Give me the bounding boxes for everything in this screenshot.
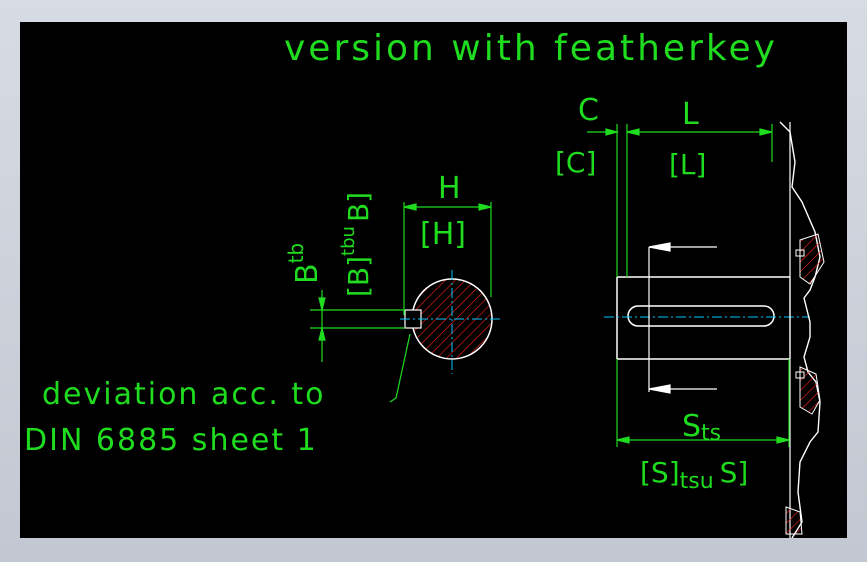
shaft-cross-section (400, 270, 502, 374)
featherkey-slot (627, 305, 775, 327)
label-C: C (578, 93, 599, 128)
label-C-bracket: [C] (555, 146, 596, 179)
drawing-title: version with featherkey (284, 28, 778, 69)
label-B-rotated: Btb (284, 243, 325, 284)
label-L-bracket: [L] (669, 148, 706, 181)
label-B-sup: tb (284, 243, 308, 264)
label-B-bracket-sup: tbu (338, 226, 359, 256)
label-S: S (682, 409, 701, 444)
label-H: H (438, 171, 461, 206)
note-leader-line (389, 333, 411, 403)
dimension-H (403, 202, 492, 315)
label-S-bracket: [S] (640, 456, 680, 489)
label-S-sub: ts (701, 421, 721, 446)
label-B-bracket: [B] (342, 256, 375, 297)
insertion-arrows (648, 242, 717, 394)
label-L: L (682, 97, 699, 132)
label-S-bracket-sub: tsu (680, 469, 714, 494)
svg-text:Btb: Btb (284, 243, 325, 284)
note-line-1: deviation acc. to (42, 377, 326, 412)
shaft-side-view (604, 121, 825, 538)
label-S-group: Sts (682, 409, 721, 446)
hub-hatch-upper (799, 233, 825, 285)
label-B: B (290, 263, 325, 284)
note-line-2: DIN 6885 sheet 1 (24, 423, 318, 458)
hub-hatch-lower (799, 366, 821, 415)
hub-profile (779, 121, 821, 538)
drawing-canvas: version with featherkey H [H] Btb [B]tbu… (24, 28, 825, 538)
label-B-bracket-rotated: [B]tbu B] (338, 192, 375, 297)
label-S-tail: S] (720, 456, 749, 489)
dimension-S (616, 359, 790, 447)
cad-drawing-area: version with featherkey H [H] Btb [B]tbu… (20, 22, 847, 538)
label-B-tail: B] (342, 192, 375, 222)
dimension-C-L (587, 124, 773, 277)
dimension-B (310, 290, 405, 362)
label-H-bracket: [H] (420, 217, 466, 252)
hub-hatch-bottom (785, 506, 803, 535)
svg-text:[B]tbuB]: [B]tbu B] (338, 192, 375, 297)
